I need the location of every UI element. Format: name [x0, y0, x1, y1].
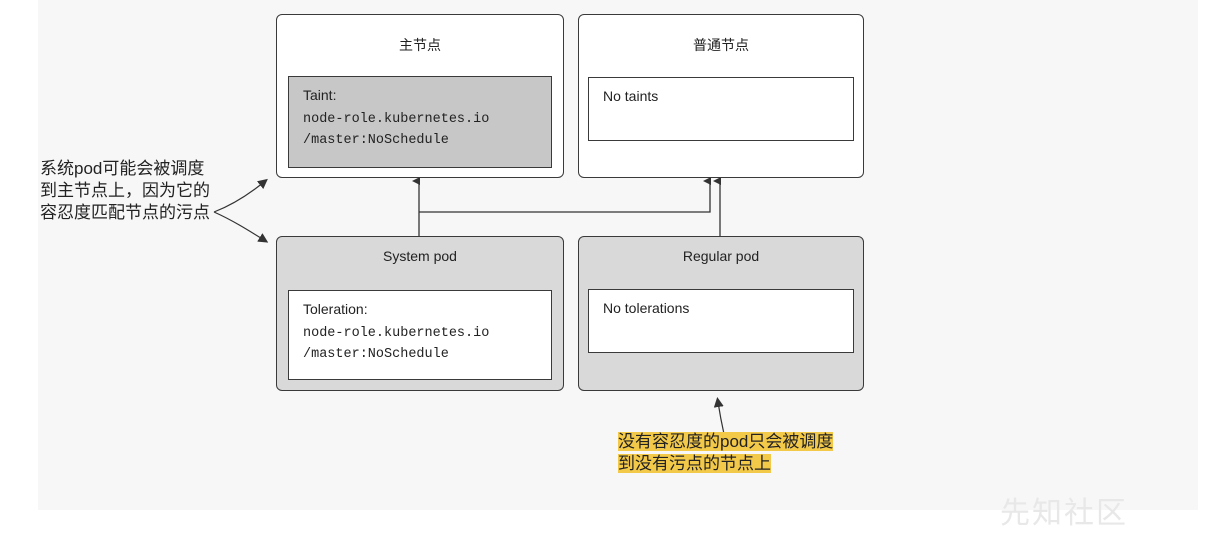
- watermark-logo: 先知社区: [1000, 496, 1128, 531]
- toleration-effect-line: /master:NoSchedule: [303, 347, 449, 362]
- system-pod-title: System pod: [383, 248, 457, 264]
- system-to-regular-arrow: [419, 177, 711, 213]
- bottom-note-arrow: [713, 397, 725, 435]
- bottom-annotation: 没有容忍度的pod只会被调度到没有污点的节点上: [618, 431, 840, 475]
- taint-label: Taint:: [303, 87, 337, 103]
- toleration-label: Toleration:: [303, 301, 368, 317]
- left-note-arrow-up: [213, 178, 268, 213]
- left-note-arrow-down: [213, 211, 269, 243]
- system-toleration-box: Toleration: node-role.kubernetes.io /mas…: [288, 290, 552, 380]
- no-tolerations-text: No tolerations: [603, 300, 690, 316]
- system-pod-box: System pod Toleration: node-role.kuberne…: [276, 236, 564, 391]
- regular-taints-box: No taints: [588, 77, 854, 141]
- taint-key-line: node-role.kubernetes.io: [303, 112, 490, 127]
- toleration-key-line: node-role.kubernetes.io: [303, 326, 490, 341]
- regular-node-box: 普通节点 No taints: [578, 14, 864, 178]
- regular-pod-box: Regular pod No tolerations: [578, 236, 864, 391]
- master-node-title: 主节点: [399, 37, 441, 53]
- regular-tolerations-box: No tolerations: [588, 289, 854, 353]
- master-taint-box: Taint: node-role.kubernetes.io /master:N…: [288, 76, 552, 168]
- master-node-box: 主节点 Taint: node-role.kubernetes.io /mast…: [276, 14, 564, 178]
- regular-node-title: 普通节点: [693, 37, 749, 53]
- left-annotation: 系统pod可能会被调度到主节点上，因为它的容忍度匹配节点的污点: [40, 159, 210, 222]
- no-taints-text: No taints: [603, 88, 659, 104]
- regular-pod-title: Regular pod: [682, 248, 760, 264]
- bottom-annotation-text: 没有容忍度的pod只会被调度到没有污点的节点上: [618, 432, 834, 473]
- taint-effect-line: /master:NoSchedule: [303, 133, 449, 148]
